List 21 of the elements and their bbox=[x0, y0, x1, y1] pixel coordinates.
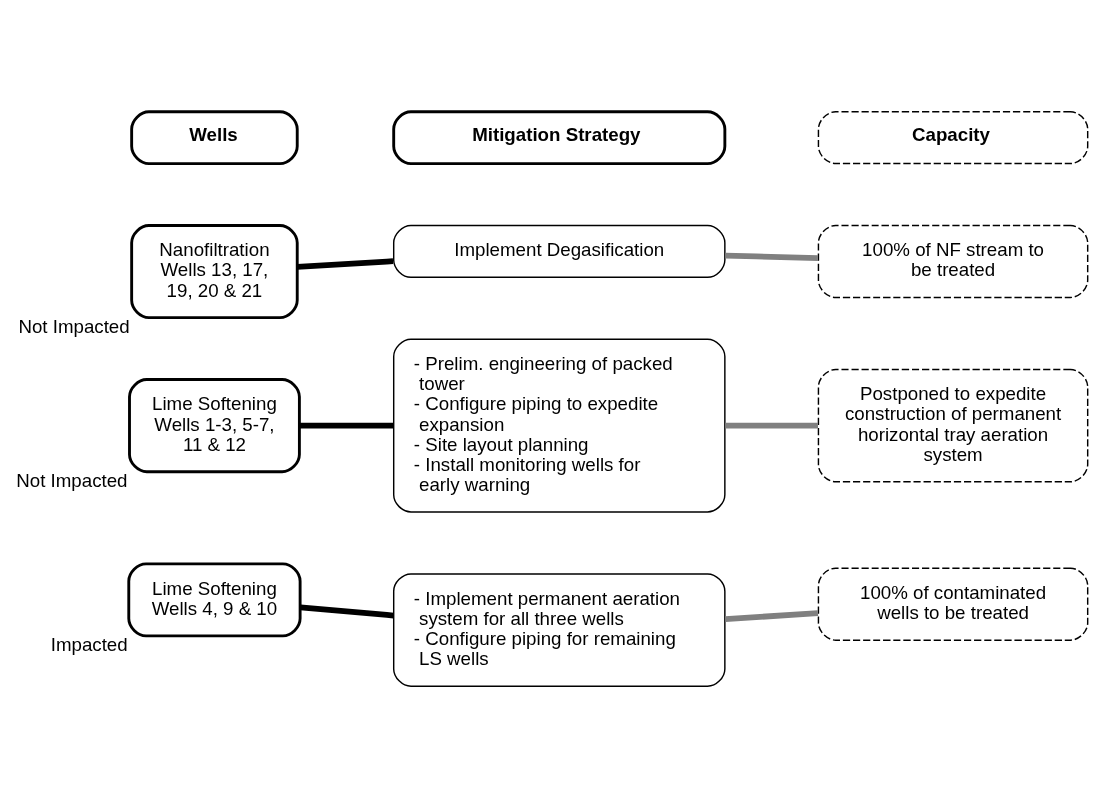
connector bbox=[297, 257, 394, 270]
node-box: Lime Softening Wells 1-3, 5-7, 11 & 12 bbox=[128, 377, 301, 473]
connector bbox=[299, 422, 394, 428]
node-box: Lime Softening Wells 4, 9 & 10 bbox=[127, 561, 302, 637]
connector bbox=[725, 609, 819, 622]
node-box: Wells bbox=[130, 109, 299, 165]
node-box: Nanofiltration Wells 13, 17, 19, 20 & 21 bbox=[130, 223, 299, 319]
node-box: Postponed to expedite construction of permanent horizontal tray aeration system bbox=[817, 368, 1089, 482]
connector bbox=[725, 422, 818, 428]
node-box: - Implement permanent aeration system for all three wells - Configure piping for remaining LS wells bbox=[392, 572, 726, 687]
node-box: 100% of NF stream to be treated bbox=[817, 224, 1089, 298]
node-box: Mitigation Strategy bbox=[392, 109, 727, 165]
connector bbox=[300, 603, 394, 618]
node-box: Capacity bbox=[817, 110, 1089, 164]
node-label: Not Impacted bbox=[16, 469, 128, 491]
node-box: Implement Degasification bbox=[392, 224, 726, 278]
node-box: 100% of contaminated wells to be treated bbox=[817, 566, 1089, 641]
node-label: Impacted bbox=[50, 633, 128, 655]
connector bbox=[725, 252, 819, 261]
node-label: Not Impacted bbox=[18, 315, 130, 337]
node-box: - Prelim. engineering of packed tower - Configure piping to expedite expansion - Site layout planning - Install monitoring wells for early warning bbox=[392, 338, 726, 513]
